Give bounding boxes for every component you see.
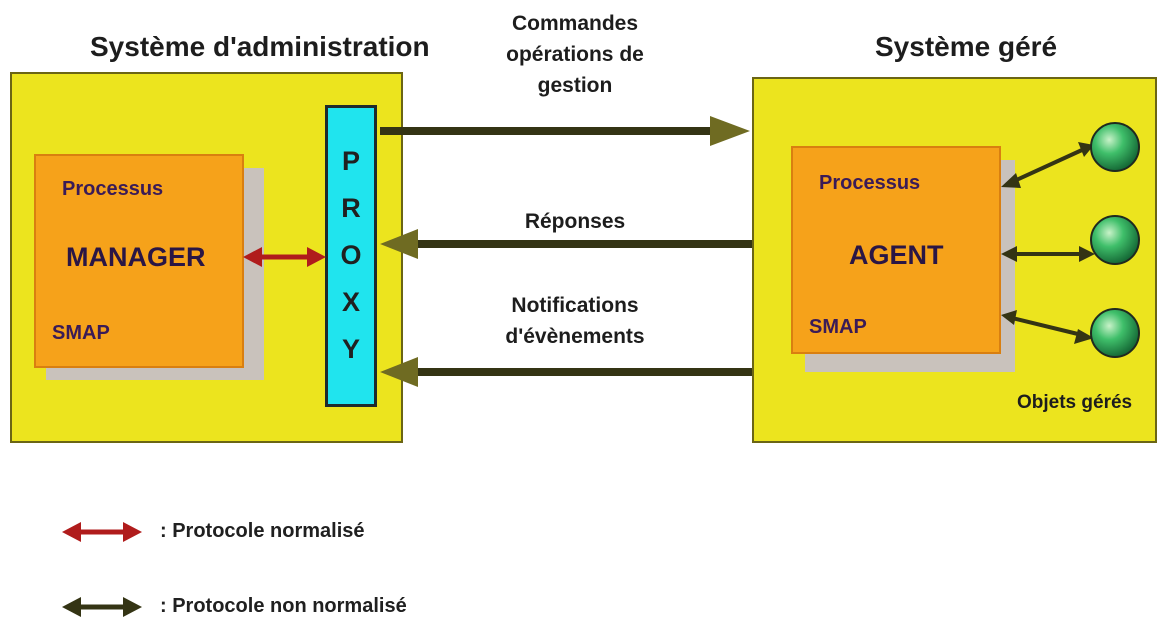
notifications-label: Notifications d'évènements	[450, 290, 700, 352]
managed-objects-label: Objets gérés	[1017, 392, 1133, 413]
responses-arrow	[380, 229, 752, 259]
agent-object-connector-2	[1001, 246, 1095, 262]
manager-process-label: Processus	[62, 178, 164, 200]
managed-system-title: Système géré	[875, 31, 1058, 62]
notifications-arrow	[380, 357, 752, 387]
legend-non-normalized-arrow	[62, 597, 142, 617]
responses-label: Réponses	[524, 210, 626, 233]
agent-object-connector-1	[1001, 142, 1094, 188]
agent-object-connector-3	[1001, 310, 1094, 344]
admin-system-title: Système d'administration	[90, 31, 430, 62]
managed-object-3	[1090, 308, 1140, 358]
proxy-letter-x: X	[341, 287, 360, 317]
proxy-letter-y: Y	[341, 334, 360, 364]
proxy-letter-p: P	[341, 146, 360, 176]
notifications-line-1: Notifications	[511, 294, 639, 317]
commands-arrow	[380, 116, 750, 146]
commands-label: Commandes opérations de gestion	[470, 8, 680, 101]
manager-smap-label: SMAP	[52, 322, 110, 344]
legend-normalized-arrow	[62, 522, 142, 542]
commands-line-3: gestion	[537, 74, 613, 97]
agent-process-label: Processus	[819, 172, 921, 194]
proxy-letter-o: O	[340, 240, 362, 270]
legend-non-normalized-label: : Protocole non normalisé	[160, 595, 407, 617]
agent-process-box: Processus AGENT SMAP	[791, 146, 1001, 354]
agent-smap-label: SMAP	[809, 316, 867, 338]
proxy-box: P R O X Y	[325, 105, 377, 407]
managed-object-1	[1090, 122, 1140, 172]
commands-line-2: opérations de	[506, 43, 644, 66]
proxy-letter-r: R	[341, 193, 361, 223]
manager-proxy-connector	[243, 247, 326, 267]
manager-name: MANAGER	[66, 242, 206, 272]
manager-process-box: Processus MANAGER SMAP	[34, 154, 244, 368]
legend-normalized-label: : Protocole normalisé	[160, 520, 365, 542]
notifications-line-2: d'évènements	[505, 325, 645, 348]
agent-name: AGENT	[849, 240, 944, 270]
managed-object-2	[1090, 215, 1140, 265]
commands-line-1: Commandes	[511, 12, 639, 35]
